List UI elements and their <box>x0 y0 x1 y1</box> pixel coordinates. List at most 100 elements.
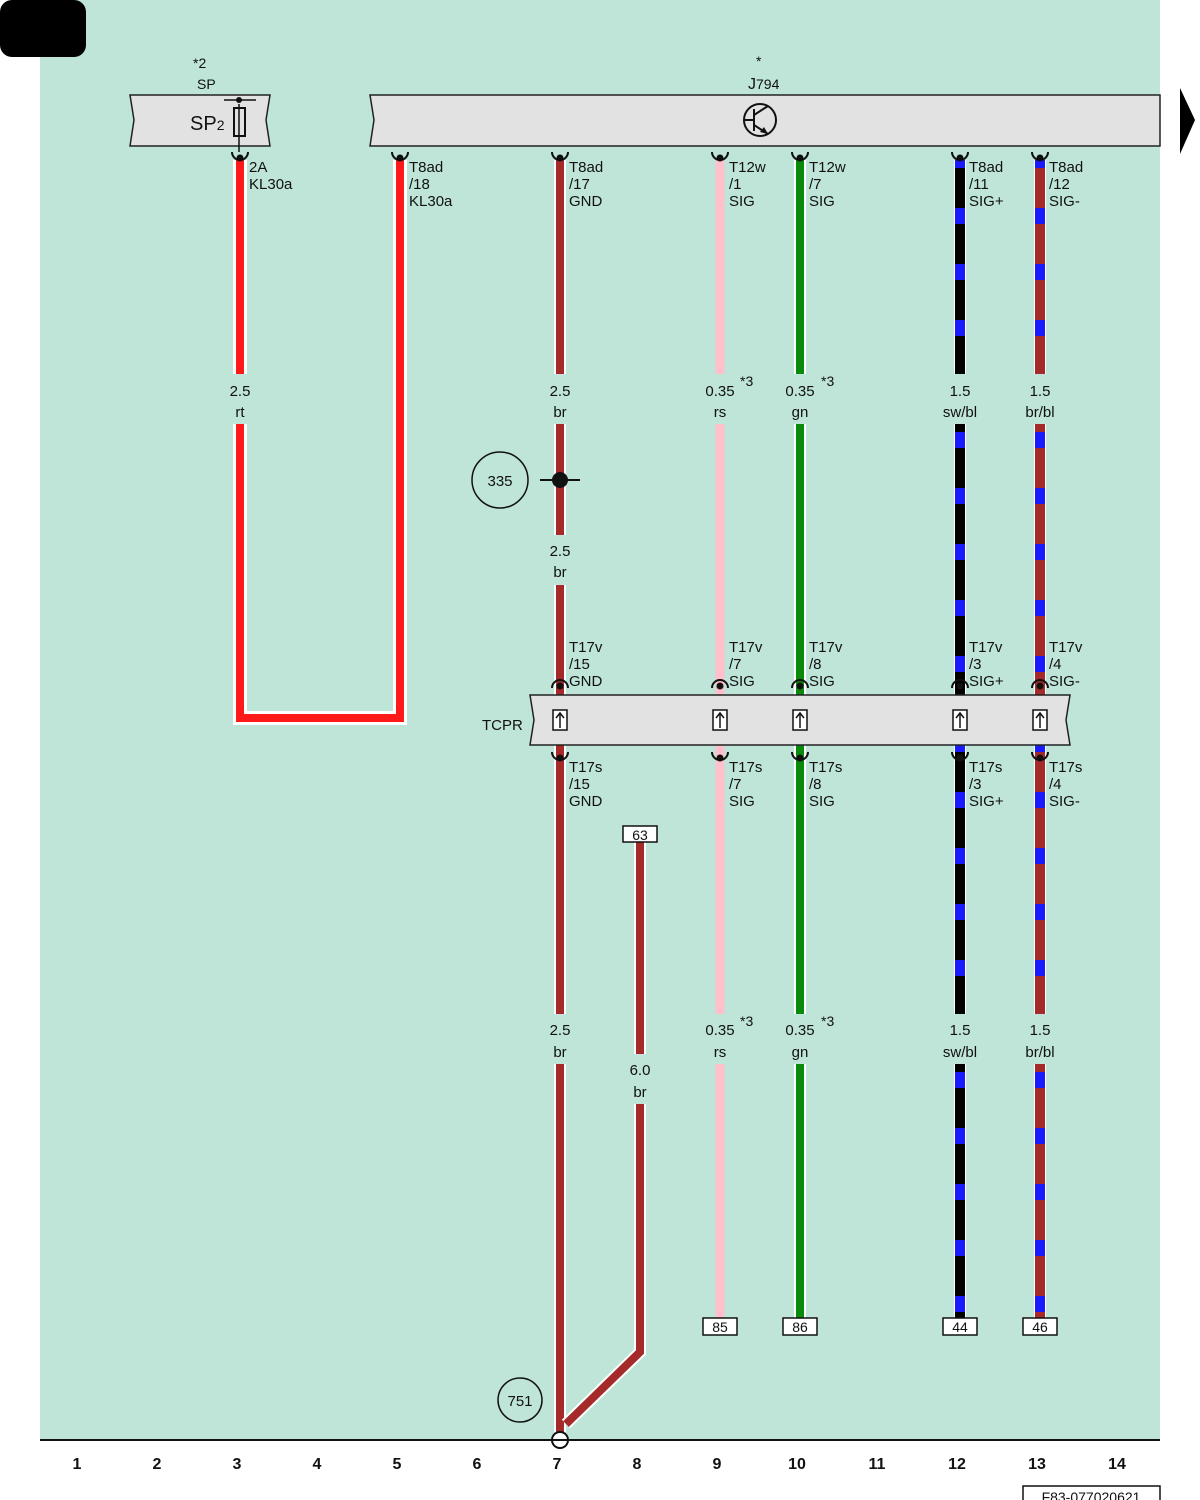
column-number: 13 <box>1028 1456 1046 1473</box>
wire-size: 0.35 <box>785 383 814 400</box>
pin-label: SIG <box>729 673 755 690</box>
column-numbers: 1 2 3 4 5 6 7 8 9 10 11 12 13 14 <box>73 1456 1126 1473</box>
pin-label: T17v <box>969 639 1003 656</box>
pin-label: SIG- <box>1049 193 1080 210</box>
pin-label: T8ad <box>1049 159 1083 176</box>
pin-label: T17s <box>1049 759 1082 776</box>
reference-number: 86 <box>792 1319 808 1335</box>
lower-wire-labels: 2.5 br 6.0 br 0.35 rs 0.35 gn 1.5 sw/bl … <box>550 1022 1055 1101</box>
corner-tab <box>0 0 86 57</box>
j794-control-unit-box <box>369 94 1161 147</box>
j794-note: * <box>756 53 762 69</box>
column-number: 2 <box>153 1456 162 1473</box>
wire-color: br/bl <box>1025 404 1054 421</box>
wire-color: rs <box>714 404 727 421</box>
pin-label: T17v <box>809 639 843 656</box>
wire-size: 6.0 <box>630 1062 651 1079</box>
sp-name: SP <box>197 76 216 92</box>
pin-label: SIG- <box>1049 793 1080 810</box>
pin-label: GND <box>569 793 603 810</box>
pin-label: SIG+ <box>969 673 1004 690</box>
pin-label: T8ad <box>969 159 1003 176</box>
pin-label: SIG <box>729 193 755 210</box>
reference-number: 63 <box>632 827 648 843</box>
pin-label: /3 <box>969 656 982 673</box>
pin-label: /17 <box>569 176 590 193</box>
footer-code: F83-077020621 <box>1042 1489 1141 1500</box>
wire-note: *3 <box>821 373 834 389</box>
pin-label: SIG+ <box>969 193 1004 210</box>
pin-label: SIG <box>809 193 835 210</box>
wire-size: 1.5 <box>950 383 971 400</box>
continue-arrow-icon <box>1180 88 1195 154</box>
reference-numbers: 63 85 86 44 46 <box>632 827 1048 1335</box>
transistor-icon <box>743 103 777 137</box>
pin-label: /12 <box>1049 176 1070 193</box>
column-number: 5 <box>393 1456 402 1473</box>
pin-label: KL30a <box>249 176 293 193</box>
reference-number: 85 <box>712 1319 728 1335</box>
wire-size: 0.35 <box>785 1022 814 1039</box>
pin-label: T17v <box>1049 639 1083 656</box>
wire-size: 1.5 <box>1030 1022 1051 1039</box>
wire-size: 1.5 <box>950 1022 971 1039</box>
pin-label: 2A <box>249 159 267 176</box>
pin-label: SIG <box>729 793 755 810</box>
wire-size: 2.5 <box>550 543 571 560</box>
fuse-label: SP2 <box>190 113 225 135</box>
connector-pins <box>231 151 1049 762</box>
pin-label: T17s <box>809 759 842 776</box>
pin-label: T17v <box>729 639 763 656</box>
wire-color: gn <box>792 404 809 421</box>
tcpr-contact-icons <box>552 709 1048 731</box>
wire-size: 0.35 <box>705 383 734 400</box>
upper-pin-labels: 2A KL30a T8ad /18 KL30a T8ad /17 GND T12… <box>249 159 1083 210</box>
wire-note: *3 <box>740 373 753 389</box>
pin-label: KL30a <box>409 193 453 210</box>
wire-color: br <box>553 564 566 581</box>
footer-code-box <box>1022 1485 1161 1500</box>
wire-color: sw/bl <box>943 1044 977 1061</box>
tcpr-top-pin-labels: T17v /15 GND T17v /7 SIG T17v /8 SIG T17… <box>569 639 1083 690</box>
column-number: 9 <box>713 1456 722 1473</box>
wire-color: br <box>633 1084 646 1101</box>
pin-label: /7 <box>809 176 822 193</box>
column-number: 1 <box>73 1456 82 1473</box>
pin-label: T17s <box>969 759 1002 776</box>
ground-point-751-label: 751 <box>507 1393 532 1410</box>
ground-point-335-label: 335 <box>487 473 512 490</box>
reference-boxes <box>622 825 1058 1336</box>
pin-label: SIG <box>809 793 835 810</box>
j794-label: J794 <box>748 76 780 93</box>
pin-label: /8 <box>809 776 822 793</box>
pin-label: SIG- <box>1049 673 1080 690</box>
pin-label: /8 <box>809 656 822 673</box>
wire-size: 2.5 <box>550 1022 571 1039</box>
wire-color: rt <box>235 404 245 421</box>
wire-note: *3 <box>821 1013 834 1029</box>
ground-point-335-circle <box>471 451 529 509</box>
pin-label: GND <box>569 193 603 210</box>
wire-size: 1.5 <box>1030 383 1051 400</box>
lower-wire-notes: *3 *3 <box>740 1013 834 1029</box>
pin-label: GND <box>569 673 603 690</box>
pin-label: /11 <box>969 176 989 193</box>
pin-label: T8ad <box>569 159 603 176</box>
label-gaps <box>222 374 1064 1104</box>
upper-wire-notes: *3 *3 <box>740 373 834 389</box>
wire-13-upper <box>1034 160 1046 700</box>
wire-note: *3 <box>740 1013 753 1029</box>
pin-label: /4 <box>1049 656 1062 673</box>
ground-point-751-circle <box>497 1377 543 1423</box>
wire-color: br <box>553 404 566 421</box>
pin-label: /18 <box>409 176 430 193</box>
pin-label: SIG <box>809 673 835 690</box>
pin-label: T12w <box>729 159 766 176</box>
sp-fuse-box <box>129 94 271 152</box>
column-number: 11 <box>869 1456 886 1473</box>
wire-color: br <box>553 1044 566 1061</box>
column-number: 4 <box>313 1456 322 1473</box>
pin-label: T12w <box>809 159 846 176</box>
